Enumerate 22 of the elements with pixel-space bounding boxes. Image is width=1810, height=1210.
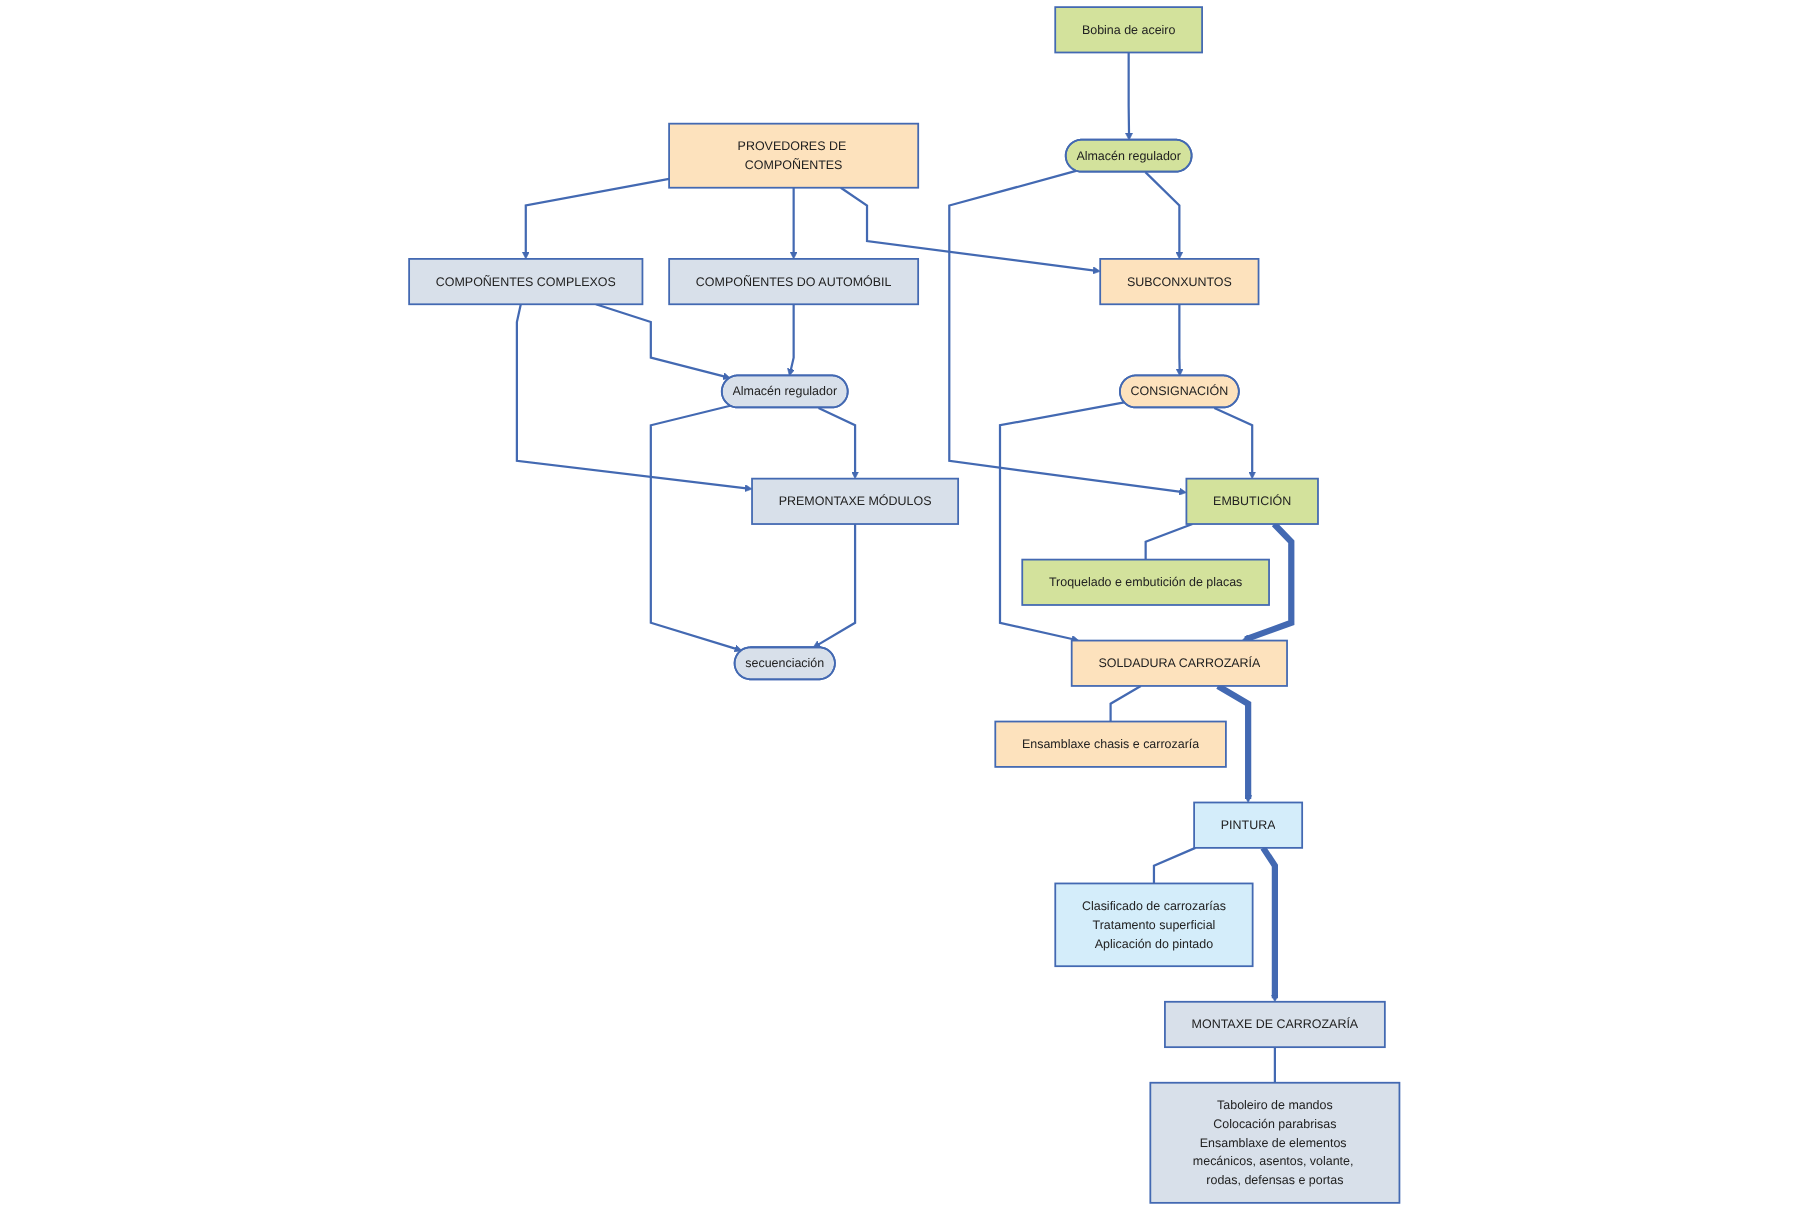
arrow: [999, 401, 1126, 643]
arrow: [596, 303, 732, 381]
arrow: [840, 186, 1102, 275]
arrow: [813, 524, 857, 649]
connector: [1110, 685, 1143, 722]
arrow: [1145, 171, 1184, 260]
arrow: [516, 304, 754, 493]
arrow: [1214, 406, 1257, 479]
arrow: [790, 187, 799, 260]
arrow: [1242, 521, 1296, 643]
arrow: [1261, 846, 1280, 1003]
arrow: [1217, 683, 1253, 803]
connector: [1153, 846, 1197, 884]
arrow: [650, 404, 743, 653]
arrow: [522, 177, 670, 260]
arrow: [1176, 304, 1185, 377]
arrow: [787, 304, 796, 377]
connector: [1145, 523, 1194, 560]
arrow: [818, 406, 860, 479]
connector: [1274, 1047, 1277, 1083]
arrow: [1125, 52, 1134, 141]
arrow: [948, 169, 1188, 496]
